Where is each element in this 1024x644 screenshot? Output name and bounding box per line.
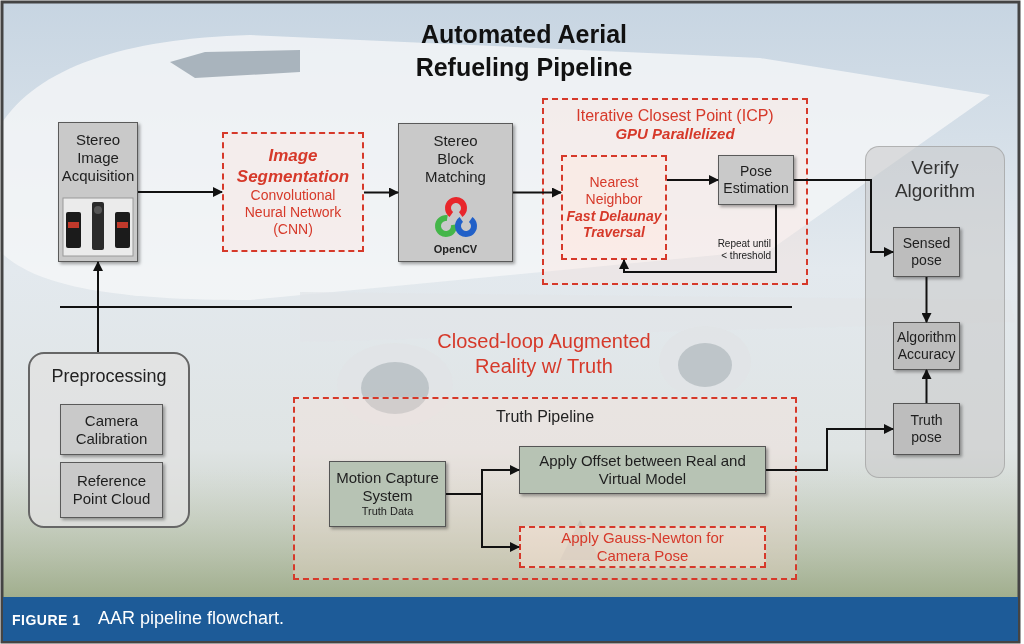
opencv-logo <box>437 197 477 237</box>
logo-ring-blue <box>455 215 477 237</box>
box-label: Truth pose <box>895 412 958 446</box>
diagram-title: Automated Aerial Refueling Pipeline <box>374 18 674 84</box>
figure-number: FIGURE 1 <box>12 610 96 630</box>
process-box: Stereo Block MatchingOpenCV <box>398 123 513 262</box>
process-box: Pose Estimation <box>718 155 794 205</box>
flow-arrow <box>624 205 776 272</box>
divider-line <box>60 306 792 308</box>
box-label: Apply Offset between Real and Virtual Mo… <box>534 452 751 488</box>
figure-caption: AAR pipeline flowchart. <box>98 607 498 629</box>
process-box: Camera Calibration <box>60 404 163 455</box>
box-label: Motion Capture System <box>333 469 442 505</box>
flow-arrow <box>926 370 928 403</box>
flow-arrow <box>138 191 222 193</box>
group-subheading: GPU Parallelized <box>615 125 734 143</box>
section-label: Closed-loop Augmented Reality w/ Truth <box>404 329 684 379</box>
group-box: PreprocessingCamera CalibrationReference… <box>28 352 190 528</box>
box-label: Convolutional Neural Network (CNN) <box>232 187 354 237</box>
process-box: Sensed pose <box>893 227 960 277</box>
group-box: Truth PipelineMotion Capture SystemTruth… <box>293 397 797 580</box>
flow-arrow <box>667 179 718 181</box>
box-label: Nearest Neighbor <box>564 174 664 208</box>
flow-arrow <box>794 180 893 252</box>
flow-arrow <box>446 470 519 494</box>
camera-right <box>115 212 130 248</box>
stereo-camera-rig <box>63 198 133 256</box>
box-label: Fast Delaunay Traversal <box>564 208 664 242</box>
camera-lens <box>94 206 102 214</box>
process-box: Motion Capture SystemTruth Data <box>329 461 446 527</box>
process-box: Stereo Image Acquisition <box>58 122 138 262</box>
cockpit-window <box>170 50 300 78</box>
box-label: Stereo Block Matching <box>415 132 496 186</box>
group-heading: Verify Algorithm <box>880 157 990 203</box>
flow-arrow <box>97 262 99 352</box>
camera-plate <box>63 198 133 256</box>
process-box: Apply Offset between Real and Virtual Mo… <box>519 446 766 494</box>
process-box: Apply Gauss-Newton for Camera Pose <box>519 526 766 568</box>
process-box: Truth pose <box>893 403 960 455</box>
box-label: Algorithm Accuracy <box>895 329 958 363</box>
box-label: Stereo Image Acquisition <box>60 131 136 185</box>
engine-intake <box>678 343 732 387</box>
flow-arrow <box>513 192 561 194</box>
box-sublabel: Truth Data <box>362 505 414 518</box>
logo-ring-green <box>437 217 455 235</box>
group-box: Verify AlgorithmSensed poseAlgorithm Acc… <box>865 146 1005 478</box>
logo-text: OpenCV <box>434 243 477 256</box>
flow-arrow <box>446 494 519 547</box>
box-label: Camera Calibration <box>65 412 158 448</box>
logo-ring-red <box>445 197 467 219</box>
camera-left <box>66 212 81 248</box>
group-heading: Truth Pipeline <box>496 407 594 426</box>
engine <box>659 326 751 398</box>
process-box: Algorithm Accuracy <box>893 322 960 370</box>
process-box: Reference Point Cloud <box>60 462 163 518</box>
group-box: Iterative Closest Point (ICP)GPU Paralle… <box>542 98 808 285</box>
box-heading: Image Segmentation <box>232 146 354 187</box>
process-box: Image SegmentationConvolutional Neural N… <box>222 132 364 252</box>
airplane-fuselage <box>0 35 990 300</box>
camera-accent <box>117 222 128 228</box>
box-label: Apply Gauss-Newton for Camera Pose <box>549 529 736 565</box>
group-heading: Iterative Closest Point (ICP) <box>576 106 773 125</box>
process-box: Nearest NeighborFast Delaunay Traversal <box>561 155 667 260</box>
camera-mount <box>92 202 104 250</box>
camera-accent <box>68 222 79 228</box>
box-label: Pose Estimation <box>720 163 792 197</box>
box-label: Reference Point Cloud <box>65 472 158 508</box>
flow-arrow <box>364 192 398 194</box>
caption-bar <box>3 597 1018 641</box>
group-heading: Preprocessing <box>51 366 166 388</box>
flow-arrow <box>766 429 893 470</box>
flow-arrow <box>926 277 928 322</box>
box-label: Sensed pose <box>895 235 958 269</box>
